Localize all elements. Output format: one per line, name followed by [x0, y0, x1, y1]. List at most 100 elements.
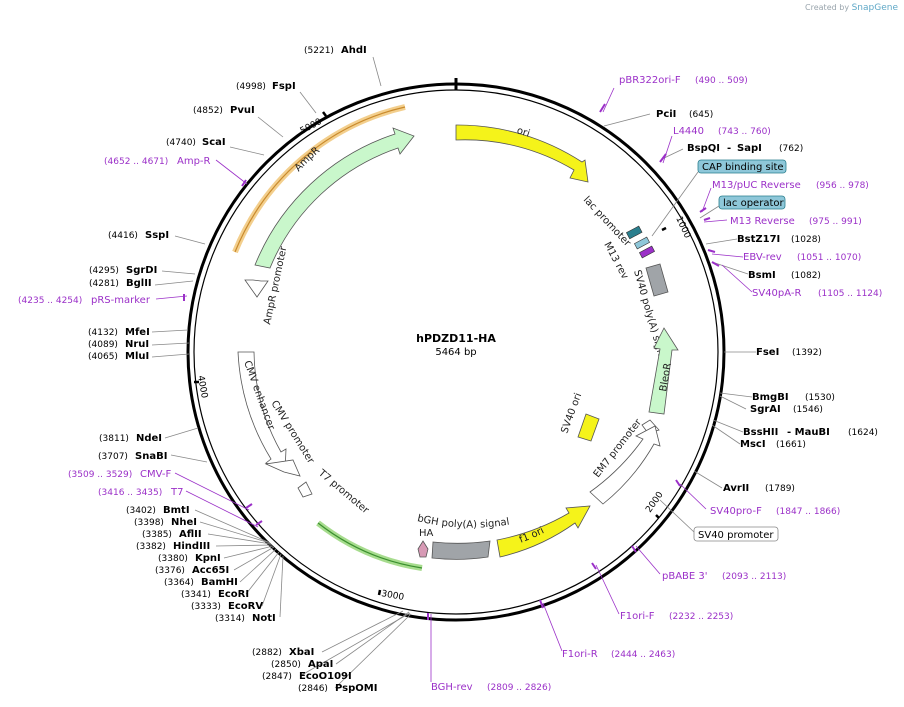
site-snabi: (3707) SnaBI — [98, 451, 167, 462]
ecori-name: EcoRI — [218, 589, 249, 600]
primer-prs-marker: (4235 .. 4254) pRS-marker — [18, 295, 151, 306]
sgrdi-pos: (4295) — [89, 266, 119, 276]
sv40-promoter-box: SV40 promoter — [659, 499, 779, 542]
tick-5000 — [322, 111, 327, 117]
primer-f1ori-f: F1ori-F (2232 .. 2253) — [620, 611, 733, 622]
nhei-pos: (3398) — [134, 518, 164, 528]
site-mfei: (4132) MfeI — [88, 327, 150, 338]
site-fspi: (4998) FspI — [236, 81, 296, 92]
site-ecorv: (3333) EcoRV — [191, 601, 263, 612]
acc65i-pos: (3376) — [155, 566, 185, 576]
tick-3000 — [377, 589, 382, 596]
bglii-pos: (4281) — [89, 279, 119, 289]
bmti-name: BmtI — [163, 505, 190, 516]
aflii-pos: (3385) — [142, 530, 172, 540]
fspi-pos: (4998) — [236, 82, 266, 92]
maubi-name: - MauBI — [787, 427, 830, 438]
f1ori-f-name: F1ori-F — [620, 611, 655, 622]
bsshii-name: BssHII — [743, 427, 778, 438]
site-aflii: (3385) AflII — [142, 529, 202, 540]
primer-marks — [183, 103, 720, 620]
feature-bleor: BleoR — [648, 327, 679, 415]
hindiii-pos: (3382) — [136, 542, 166, 552]
pbabe3-range: (2093 .. 2113) — [722, 572, 786, 582]
fspi-name: FspI — [272, 81, 296, 92]
pvui-name: PvuI — [230, 105, 255, 116]
ahdi-pos: (5221) — [304, 46, 334, 56]
f1ori-r-range: (2444 .. 2463) — [611, 650, 675, 660]
snapgene-watermark: Created by SnapGene — [805, 3, 898, 13]
sv40-ori-label: SV40 ori — [559, 392, 584, 435]
primer-f1ori-r: F1ori-R (2444 .. 2463) — [562, 649, 675, 660]
bglii-name: BglII — [126, 278, 152, 289]
scai-pos: (4740) — [166, 138, 196, 148]
mlui-pos: (4065) — [88, 352, 118, 362]
lac-operator-box: lac operator — [699, 195, 786, 219]
aflii-name: AflII — [179, 529, 202, 540]
site-hindiii: (3382) HindIII — [136, 541, 210, 552]
bmgbi-pos: (1530) — [805, 393, 835, 403]
primer-t7: (3416 .. 3435) T7 — [98, 487, 183, 498]
site-sgrdi: (4295) SgrDI — [89, 265, 157, 276]
site-noti: (3314) NotI — [215, 613, 276, 624]
ndei-pos: (3811) — [99, 434, 129, 444]
scai-name: ScaI — [202, 137, 226, 148]
site-nrui: (4089) NruI — [88, 339, 149, 350]
site-bglii: (4281) BglII — [89, 278, 152, 289]
bsmi-name: BsmI — [748, 270, 776, 281]
feature-t7-promoter: T7 promoter — [315, 467, 371, 517]
primer-cmv-f: (3509 .. 3529) CMV-F — [68, 469, 171, 480]
site-bsmi: BsmI (1082) — [748, 270, 821, 281]
pcii-name: PciI — [656, 109, 676, 120]
sapi-name: SapI — [737, 143, 762, 154]
site-nhei: (3398) NheI — [134, 517, 197, 528]
sgrdi-name: SgrDI — [126, 265, 157, 276]
pvui-pos: (4852) — [193, 106, 223, 116]
amp-r-name: Amp-R — [177, 156, 211, 167]
site-kpni: (3380) KpnI — [158, 553, 221, 564]
sspi-pos: (4416) — [108, 231, 138, 241]
site-bspqi: BspQI - SapI (762) — [687, 143, 803, 154]
plasmid-size: 5464 bp — [435, 347, 476, 358]
fsei-pos: (1392) — [792, 348, 822, 358]
site-acc65i: (3376) Acc65I — [155, 565, 229, 576]
ecori-pos: (3341) — [181, 590, 211, 600]
site-pcii: PciI (645) — [656, 109, 713, 120]
plasmid-name: hPDZD11-HA — [416, 332, 496, 345]
m13puc-reverse-range: (956 .. 978) — [816, 181, 869, 191]
bspqi-name: BspQI — [687, 143, 720, 154]
site-sspi: (4416) SspI — [108, 230, 169, 241]
mlui-name: MluI — [125, 351, 149, 362]
cmv-f-range: (3509 .. 3529) — [68, 470, 132, 480]
site-avrii: AvrII (1789) — [723, 483, 795, 494]
site-mlui: (4065) MluI — [88, 351, 149, 362]
bleor-label: BleoR — [658, 362, 674, 392]
bstz17i-name: BstZ17I — [737, 234, 780, 245]
primer-bgh-rev: BGH-rev (2809 .. 2826) — [431, 682, 551, 693]
t7-range: (3416 .. 3435) — [98, 488, 162, 498]
ecoo109i-pos: (2847) — [262, 672, 292, 682]
kpni-name: KpnI — [195, 553, 221, 564]
bamhi-name: BamHI — [201, 577, 238, 588]
tick-label-4000: 4000 — [195, 375, 209, 400]
site-ecori: (3341) EcoRI — [181, 589, 249, 600]
site-ndei: (3811) NdeI — [99, 433, 162, 444]
ha-label: HA — [419, 528, 434, 539]
ebv-rev-range: (1051 .. 1070) — [797, 253, 861, 263]
primer-m13puc-reverse: M13/pUC Reverse (956 .. 978) — [712, 180, 869, 191]
feature-ori: ori — [455, 124, 589, 183]
site-pvui: (4852) PvuI — [193, 105, 255, 116]
watermark-prefix: Created by — [805, 3, 850, 12]
tick-2000 — [655, 514, 660, 519]
lac-promoter-label: lac promoter — [581, 195, 633, 250]
cap-binding-site-box: CAP binding site — [651, 159, 787, 237]
pbabe3-name: pBABE 3' — [662, 571, 708, 582]
tick-1000 — [661, 226, 667, 232]
mfei-name: MfeI — [125, 327, 150, 338]
bmgbi-name: BmgBI — [752, 392, 789, 403]
xbai-name: XbaI — [289, 647, 314, 658]
nrui-name: NruI — [125, 339, 149, 350]
m13-reverse-range: (975 .. 991) — [809, 217, 862, 227]
primer-pbr322ori-f: pBR322ori-F (490 .. 509) — [619, 75, 748, 86]
